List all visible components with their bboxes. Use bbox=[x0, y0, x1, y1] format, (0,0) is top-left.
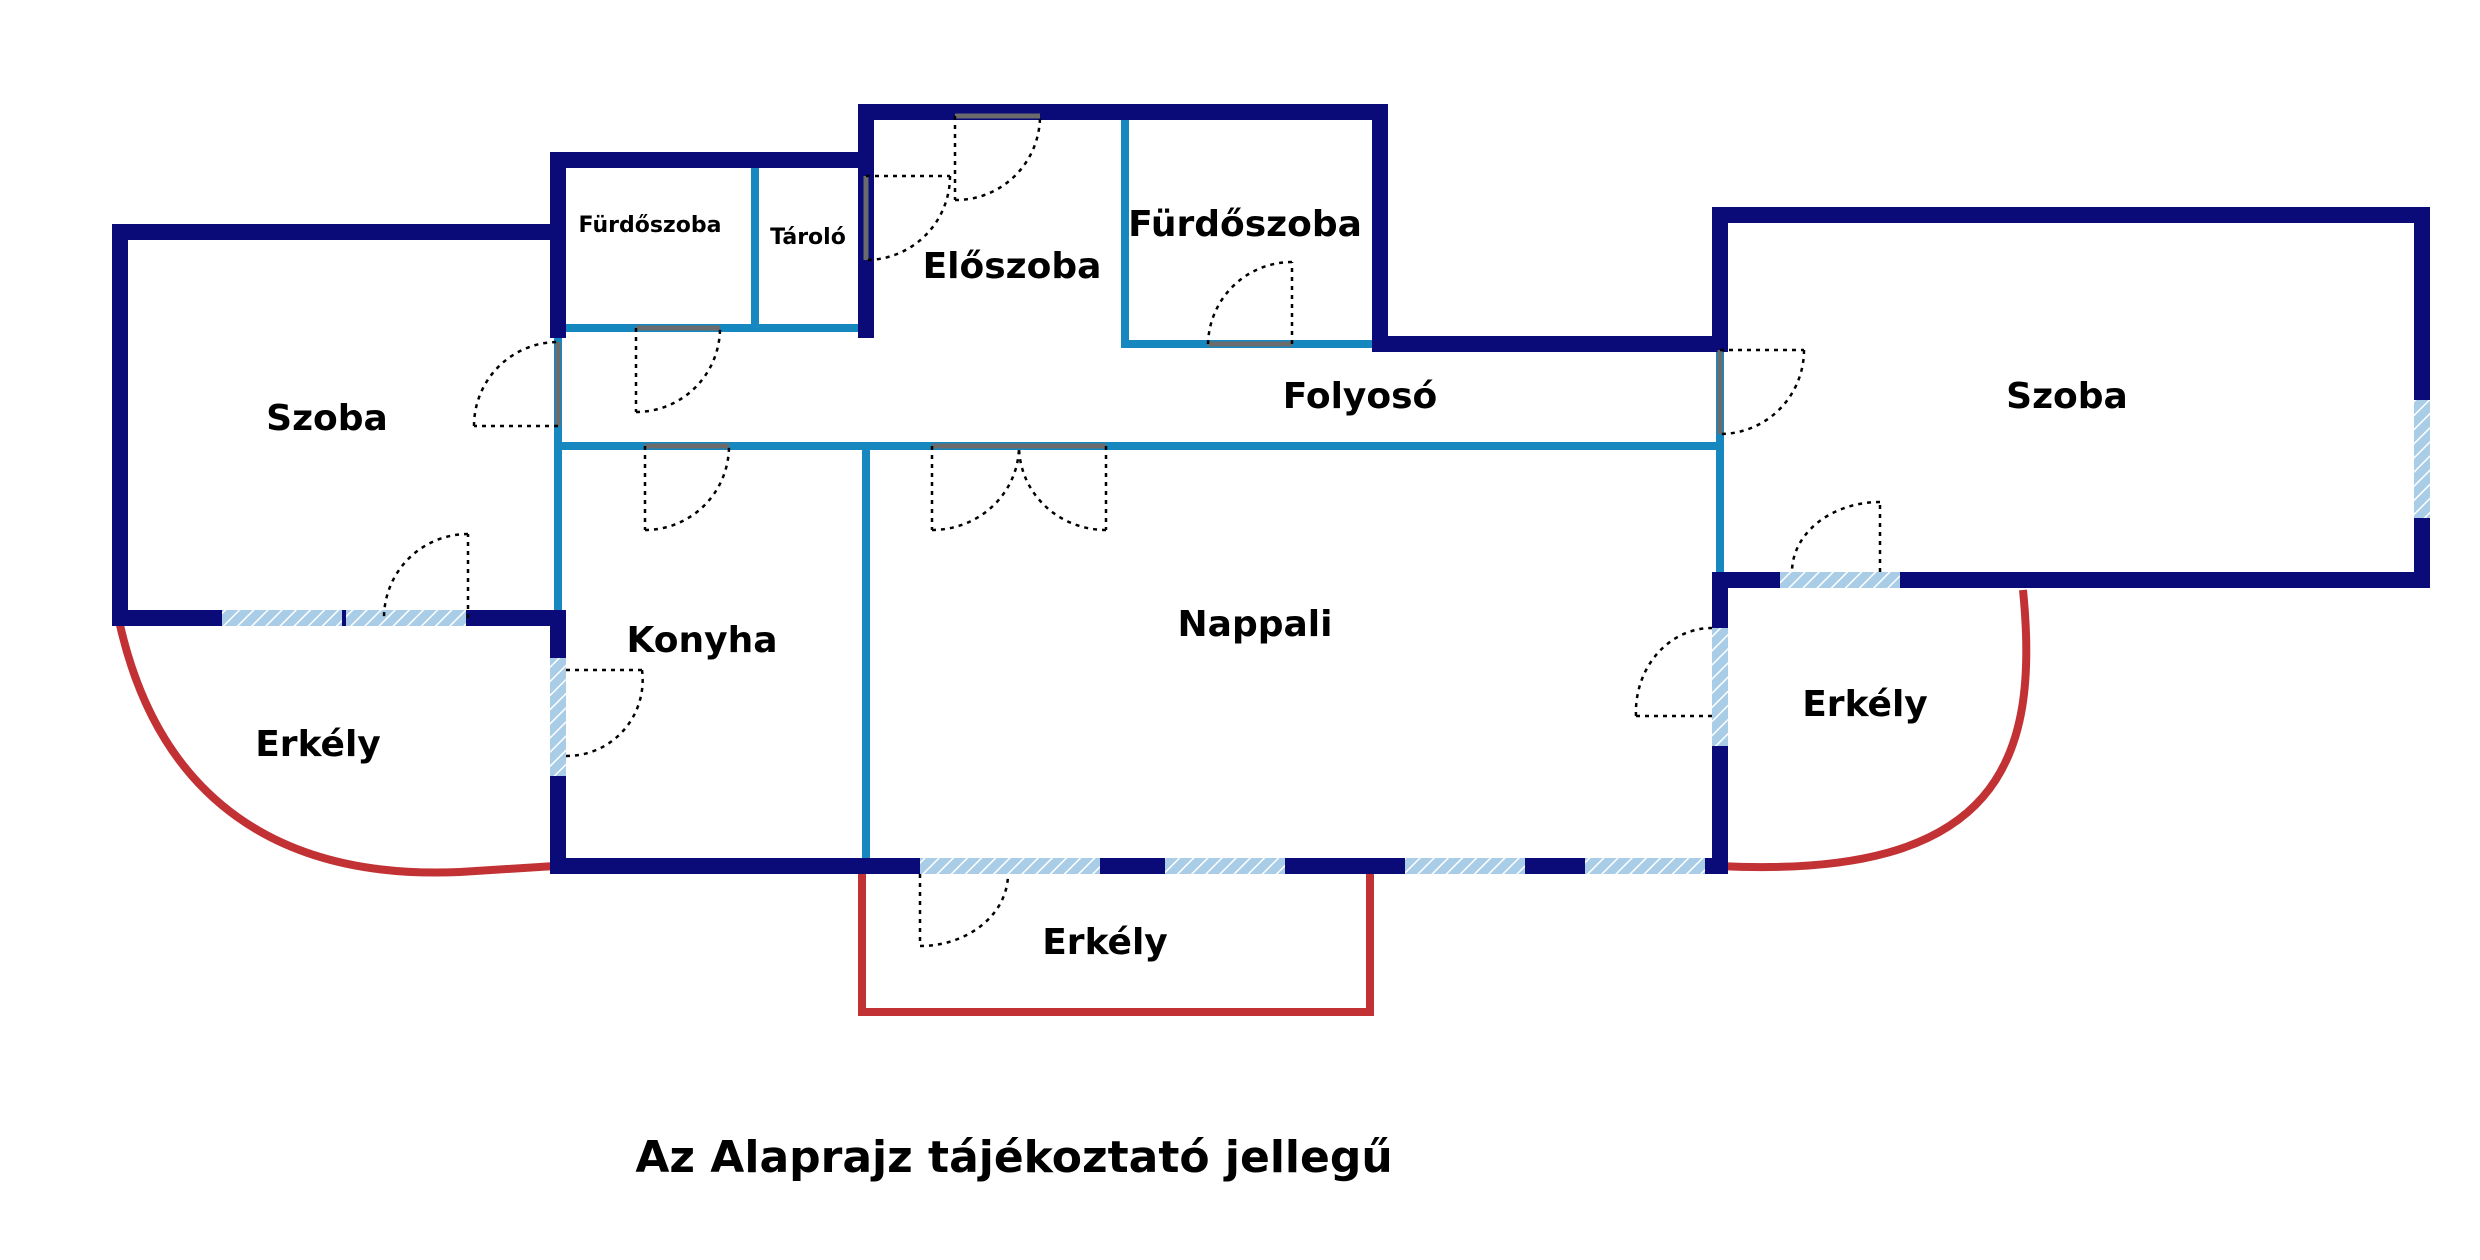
window-nappali-1 bbox=[920, 858, 1100, 874]
room-label-erkely-left: Erkély bbox=[255, 724, 381, 765]
window-konyha bbox=[550, 658, 566, 776]
balcony-railings bbox=[116, 589, 2031, 1016]
room-label-nappali: Nappali bbox=[1178, 604, 1333, 645]
room-label-eloszoba: Előszoba bbox=[923, 246, 1102, 287]
room-label-konyha: Konyha bbox=[626, 620, 777, 661]
room-label-furdoszoba-large: Fürdőszoba bbox=[1128, 204, 1362, 245]
window-szoba-right-bottom bbox=[1780, 572, 1900, 588]
window-nappali-2 bbox=[1165, 858, 1285, 874]
room-label-erkely-right: Erkély bbox=[1802, 684, 1928, 725]
windows bbox=[222, 400, 2430, 874]
plan-caption: Az Alaprajz tájékoztató jellegű bbox=[635, 1132, 1392, 1183]
window-nappali-side bbox=[1712, 628, 1728, 746]
room-labels: Szoba Erkély Fürdőszoba Tároló Előszoba … bbox=[255, 204, 2128, 963]
doors bbox=[382, 113, 1882, 948]
balcony-bottom-rail bbox=[858, 866, 1374, 1016]
window-nappali-4 bbox=[1585, 858, 1705, 874]
room-label-szoba-left: Szoba bbox=[266, 398, 388, 439]
room-label-szoba-right: Szoba bbox=[2006, 376, 2128, 417]
window-szoba-right-side bbox=[2414, 400, 2430, 518]
room-label-tarolo: Tároló bbox=[770, 225, 846, 250]
balcony-left-rail bbox=[116, 624, 556, 877]
window-szoba-left-2 bbox=[346, 610, 466, 626]
window-nappali-3 bbox=[1405, 858, 1525, 874]
room-label-folyoso: Folyosó bbox=[1283, 376, 1438, 417]
window-szoba-left-1 bbox=[222, 610, 342, 626]
balcony-right-rail bbox=[1719, 589, 2031, 872]
room-label-furdoszoba-small: Fürdőszoba bbox=[579, 213, 722, 238]
room-label-erkely-bottom: Erkély bbox=[1042, 922, 1168, 963]
